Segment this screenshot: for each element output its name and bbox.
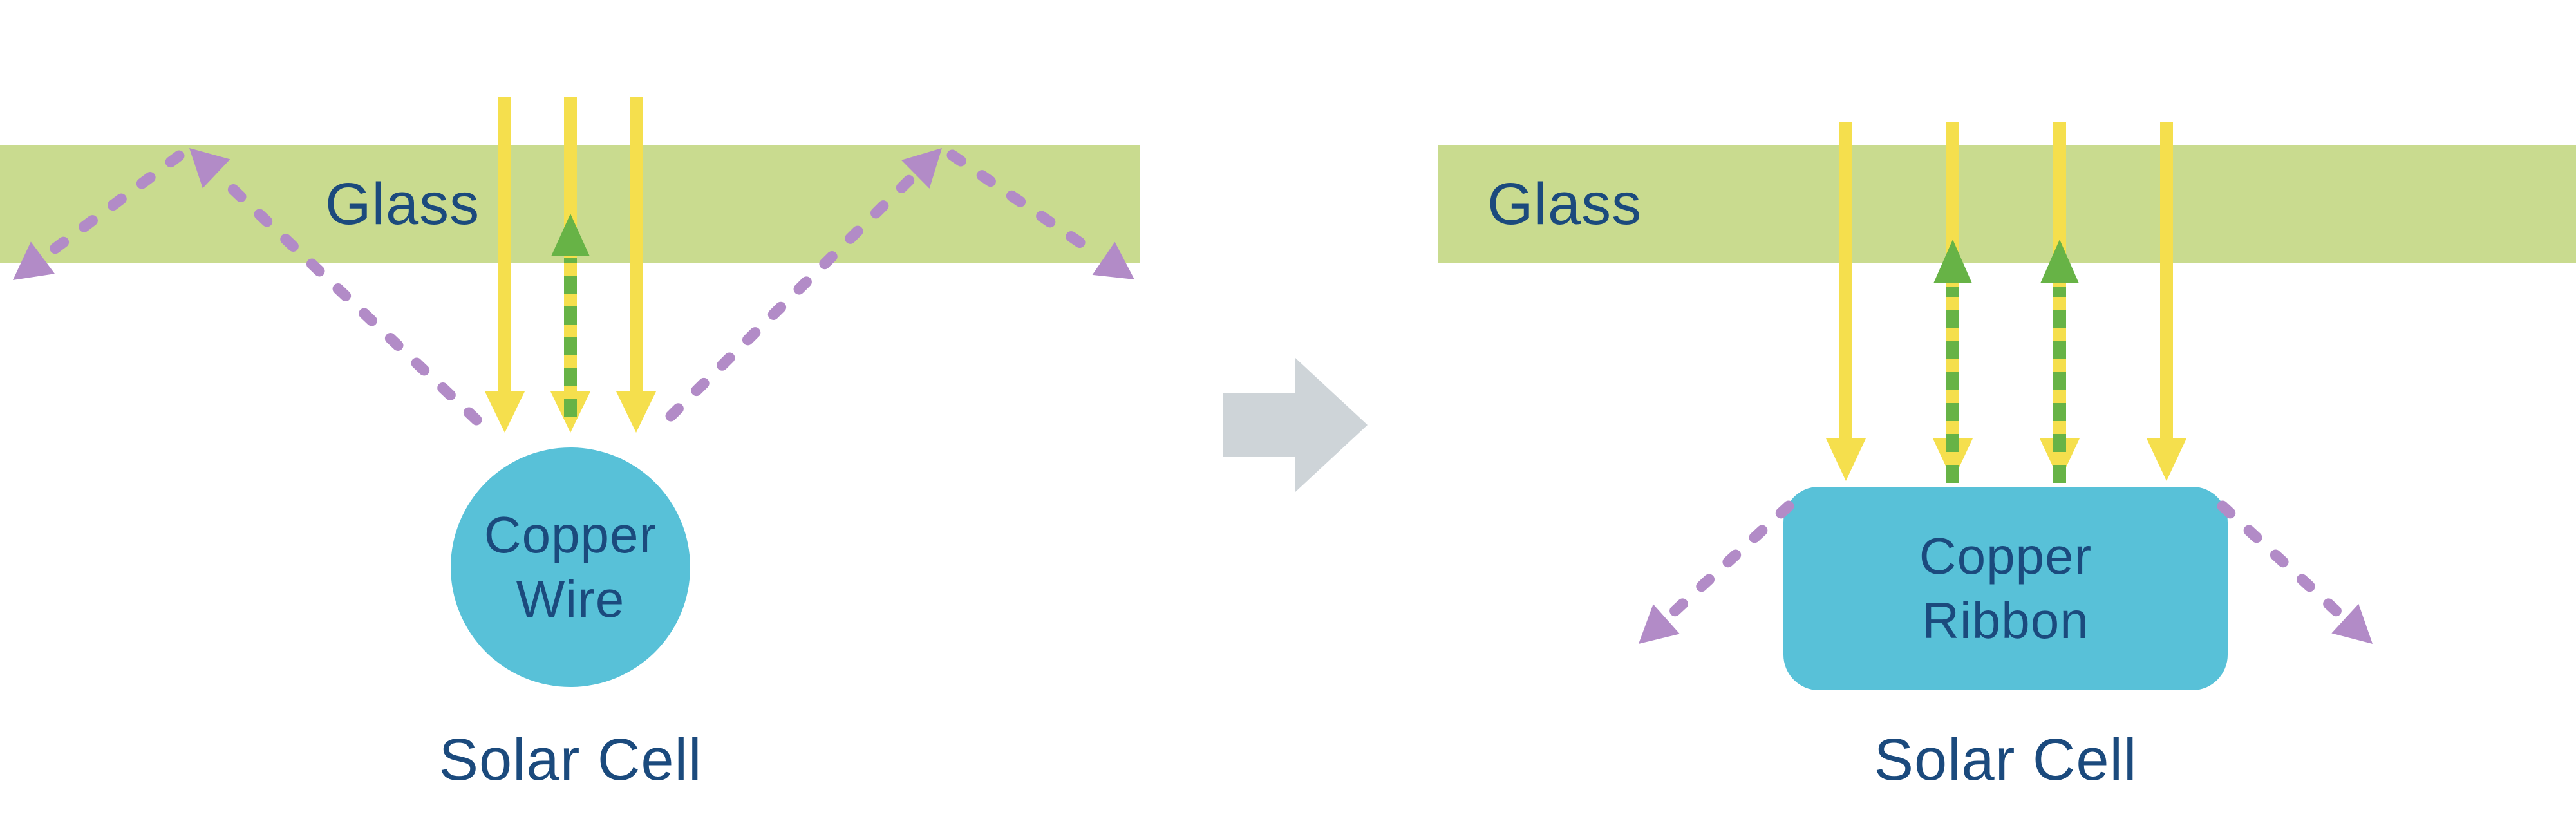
reflected-arrowhead-icon [1933,240,1972,283]
copper-ribbon-label: Copper Ribbon [1845,524,2167,653]
scattered-ray [43,150,185,259]
scattered-arrowhead-icon [2331,603,2373,644]
reflected-arrowhead-icon [2040,240,2079,283]
sunlight-arrowhead-icon [616,391,656,433]
copper-wire-label-line1: Copper [484,506,657,563]
scattered-arrowhead-icon [189,148,230,189]
scattered-ray [946,149,1103,260]
scattered-ray [1666,500,1794,619]
copper-wire-shape [451,447,690,687]
sunlight-arrowhead-icon [2040,438,2080,481]
glass-label-left: Glass [325,171,480,237]
sunlight-arrowhead-icon [2147,438,2186,481]
sunlight-arrowhead-icon [1933,438,1973,481]
copper-wire-label: Copper Wire [409,503,731,632]
scattered-ray [216,173,482,426]
reflected-arrowhead-icon [551,214,590,256]
glass-label-right: Glass [1487,171,1642,237]
solar-cell-label-left: Solar Cell [438,727,702,793]
scattered-ray [2217,500,2345,619]
copper-ribbon-label-line1: Copper [1919,527,2092,585]
copper-wire-label-line2: Wire [516,570,625,628]
glass-pane-right [1438,145,2576,263]
sunlight-arrowhead-icon [1826,438,1866,481]
scattered-arrowhead-icon [901,148,942,189]
copper-ribbon-shape [1783,487,2228,690]
copper-ribbon-label-line2: Ribbon [1922,592,2089,649]
solar-cell-label-right: Solar Cell [1874,727,2138,793]
scattered-arrowhead-icon [13,241,55,280]
scattered-arrowhead-icon [1639,604,1680,644]
transition-arrow-icon [1223,358,1368,492]
scattered-arrowhead-icon [1092,241,1134,279]
sunlight-arrowhead-icon [485,391,525,433]
